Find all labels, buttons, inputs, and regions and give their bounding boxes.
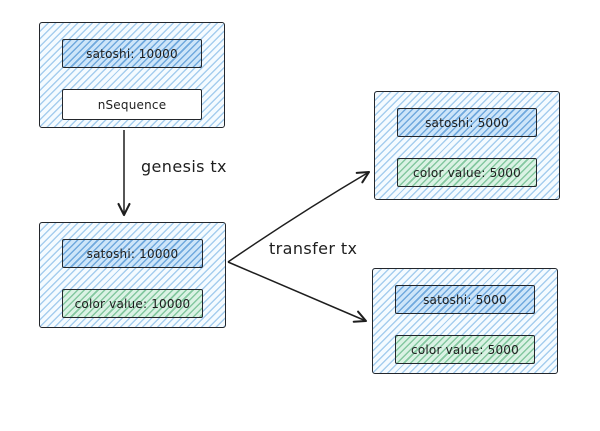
satoshi-field[interactable]: satoshi: 10000 (62, 39, 202, 68)
transfer-tx-label[interactable]: transfer tx (269, 239, 358, 258)
color-value-field[interactable]: color value: 5000 (395, 335, 535, 364)
utxo-box-transfer-output-1[interactable]: satoshi: 5000 color value: 5000 (374, 91, 560, 200)
utxo-box-genesis-input[interactable]: satoshi: 10000 nSequence (39, 22, 225, 128)
satoshi-field[interactable]: satoshi: 5000 (395, 285, 535, 314)
utxo-box-transfer-output-2[interactable]: satoshi: 5000 color value: 5000 (372, 268, 558, 374)
color-value-field[interactable]: color value: 10000 (62, 289, 203, 318)
genesis-tx-label[interactable]: genesis tx (141, 157, 227, 176)
nsequence-field[interactable]: nSequence (62, 89, 202, 120)
color-value-field[interactable]: color value: 5000 (397, 158, 537, 187)
utxo-box-genesis-output[interactable]: satoshi: 10000 color value: 10000 (39, 222, 226, 328)
transfer-tx-arrow-bottom[interactable] (227, 261, 368, 323)
satoshi-field[interactable]: satoshi: 5000 (397, 108, 537, 137)
satoshi-field[interactable]: satoshi: 10000 (62, 239, 203, 268)
